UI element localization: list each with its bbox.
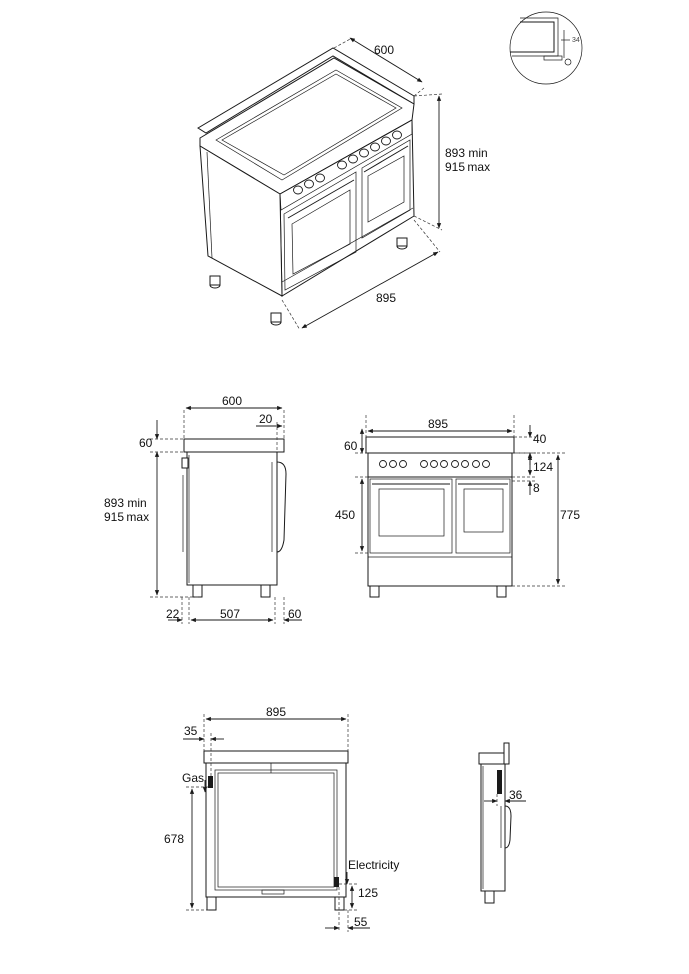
front-knobs-label: 124 (533, 460, 553, 474)
install-left-offset-label: 35 (184, 724, 198, 738)
side-profile-view: 36 (478, 742, 526, 904)
iso-height-min-label: 893 min (445, 146, 488, 160)
front-top-label: 60 (344, 439, 358, 453)
side-top-label: 60 (139, 436, 153, 450)
iso-depth-label: 600 (374, 43, 394, 57)
electricity-offset-label: 55 (354, 915, 368, 929)
side-profile-depth-label: 36 (509, 788, 523, 802)
side-left-gap-label: 22 (166, 607, 180, 621)
side-base-label: 507 (220, 607, 240, 621)
electricity-height-label: 125 (358, 886, 378, 900)
front-panel-label: 40 (533, 432, 547, 446)
detail-view: 34 (509, 11, 583, 85)
install-width-label: 895 (266, 705, 286, 719)
gas-height-label: 678 (164, 832, 184, 846)
side-depth-label: 600 (222, 394, 242, 408)
front-oven-label: 450 (335, 508, 355, 522)
side-right-gap-label: 60 (288, 607, 302, 621)
iso-height-max-label: 915 max (445, 160, 490, 174)
electricity-label: Electricity (348, 858, 399, 872)
front-view: 895 60 40 124 8 450 775 (335, 415, 580, 598)
side-view: 600 20 60 893 min 915 max 22 507 60 (104, 394, 302, 624)
front-gap-label: 8 (533, 481, 540, 495)
gas-label: Gas (182, 771, 204, 785)
front-width-label: 895 (428, 417, 448, 431)
side-height-min-label: 893 min (104, 496, 147, 510)
isometric-view: 600 893 min 915 max 895 (197, 37, 490, 331)
detail-dimension-label: 34 (572, 37, 580, 44)
front-knobs (379, 460, 490, 468)
front-height-label: 775 (560, 508, 580, 522)
side-rear-offset-label: 20 (259, 412, 273, 426)
side-height-max-label: 915 max (104, 510, 149, 524)
iso-knobs (293, 130, 402, 195)
installation-view: Gas 678 Electricity 125 55 895 35 (164, 705, 399, 932)
iso-width-label: 895 (376, 291, 396, 305)
